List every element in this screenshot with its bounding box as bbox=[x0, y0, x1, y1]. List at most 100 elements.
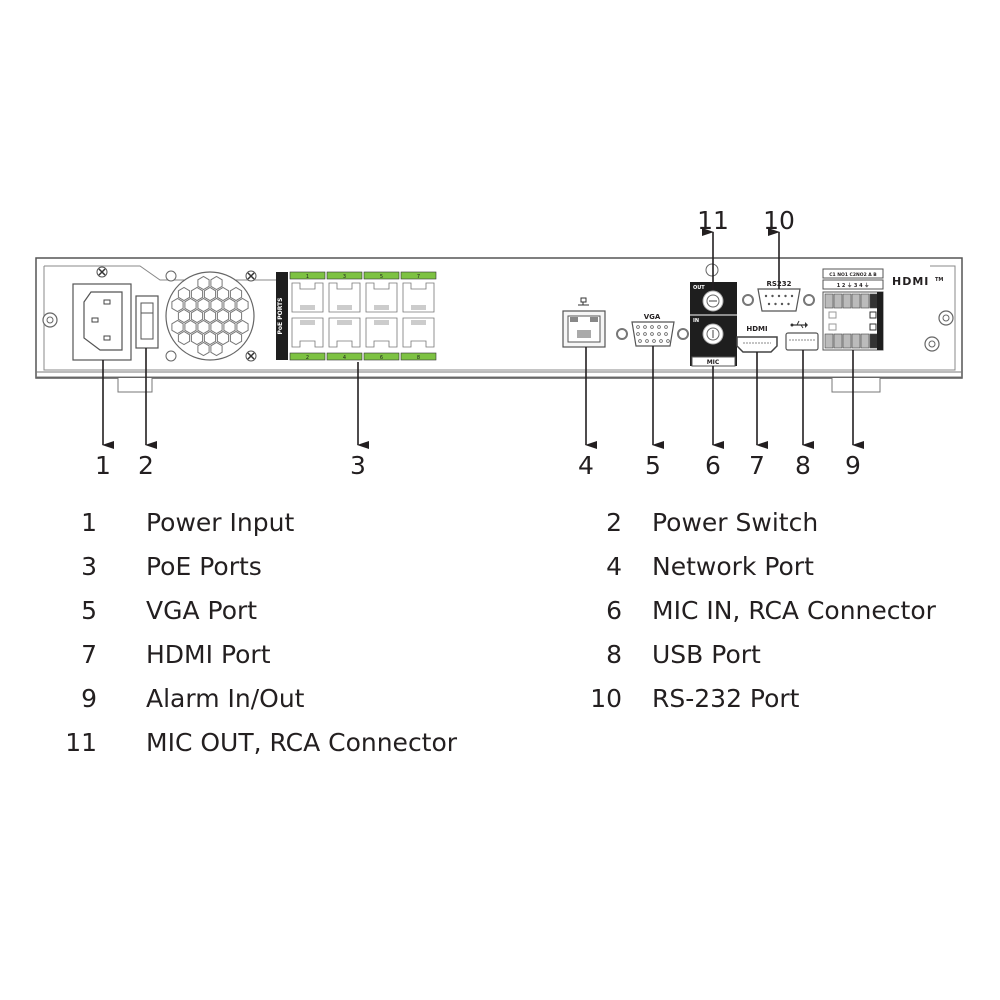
fan-hex-cell bbox=[216, 330, 230, 346]
alarm-bottom-label: 1 2 ⏚ 3 4 ⏚ bbox=[837, 282, 870, 289]
mic-out-label: OUT bbox=[693, 285, 705, 291]
poe-port-number: 8 bbox=[417, 355, 420, 361]
poe-port-number: 6 bbox=[380, 355, 383, 361]
poe-port bbox=[365, 282, 398, 313]
legend-number: 10 bbox=[590, 684, 622, 713]
poe-port-number: 1 bbox=[306, 274, 309, 280]
left-foot bbox=[117, 378, 153, 393]
poe-led-strip-top bbox=[363, 271, 400, 280]
alarm-indicator bbox=[828, 323, 837, 331]
poe-port bbox=[291, 317, 324, 348]
fan-hex-cell bbox=[210, 275, 223, 291]
fan-hex-cell bbox=[236, 319, 249, 335]
poe-port-number: 7 bbox=[417, 274, 420, 280]
legend-label: Power Switch bbox=[652, 508, 819, 537]
vga-pin bbox=[664, 325, 668, 329]
callout-number-9: 9 bbox=[845, 451, 861, 480]
fan-hex-cell bbox=[210, 297, 223, 313]
alarm-terminal bbox=[851, 293, 861, 309]
vga-pin bbox=[650, 332, 654, 336]
rs232-pin bbox=[771, 294, 774, 298]
alarm-terminal bbox=[869, 293, 879, 309]
legend-number: 3 bbox=[81, 552, 97, 581]
fan-hex-cell bbox=[223, 319, 236, 335]
poe-ports-label: PoE PORTS bbox=[277, 298, 284, 335]
alarm-terminal-block: C1 NO1 C2NO2 A B 1 2 ⏚ 3 4 ⏚ bbox=[822, 268, 884, 351]
poe-port bbox=[402, 282, 435, 313]
legend-label: PoE Ports bbox=[146, 552, 262, 581]
svg-text:TM: TM bbox=[935, 277, 943, 283]
fan-hex-cell bbox=[210, 341, 223, 357]
vga-pin bbox=[636, 325, 640, 329]
alarm-top-label: C1 NO1 C2NO2 A B bbox=[829, 272, 877, 278]
poe-led-strip-top bbox=[289, 271, 326, 280]
screw-icon bbox=[924, 336, 940, 352]
fan-grille-icon bbox=[165, 270, 257, 362]
poe-port-number: 5 bbox=[380, 274, 383, 280]
alarm-terminal bbox=[824, 293, 834, 309]
poe-led-strip-top bbox=[326, 271, 363, 280]
callout-number-7: 7 bbox=[749, 451, 765, 480]
screw-icon bbox=[96, 266, 108, 278]
right-foot bbox=[831, 378, 881, 393]
alarm-terminal bbox=[824, 333, 834, 349]
vga-pin bbox=[636, 332, 640, 336]
poe-led-strip-top bbox=[400, 271, 437, 280]
fan-hex-cell bbox=[177, 286, 191, 302]
fan-hex-cell bbox=[203, 286, 217, 302]
fan-hex-cell bbox=[190, 286, 204, 302]
vga-port: VGA bbox=[616, 313, 689, 347]
network-icon bbox=[578, 297, 589, 306]
poe-led-strip-bottom bbox=[289, 352, 326, 361]
poe-port-contacts bbox=[374, 320, 389, 325]
fan-hex-cell bbox=[210, 319, 223, 335]
poe-port-contacts bbox=[411, 305, 426, 310]
power-input-socket bbox=[72, 283, 132, 361]
legend-number: 8 bbox=[606, 640, 622, 669]
fan-hex-cell bbox=[197, 341, 210, 357]
vga-pin bbox=[652, 339, 656, 343]
hdmi-logo: HDMI TM bbox=[892, 275, 943, 288]
callout-number-4: 4 bbox=[578, 451, 594, 480]
rs232-pin bbox=[784, 294, 787, 298]
fan-hex-cell bbox=[223, 297, 236, 313]
alarm-indicator bbox=[828, 311, 837, 319]
fan-hex-cell bbox=[236, 297, 249, 313]
fan-hex-cell bbox=[229, 308, 243, 324]
alarm-indicator bbox=[869, 323, 877, 331]
fan-hex-cell bbox=[190, 308, 204, 324]
fan-hex-cell bbox=[203, 330, 217, 346]
callout-number-6: 6 bbox=[705, 451, 721, 480]
network-port bbox=[562, 297, 606, 348]
callout-number-3: 3 bbox=[350, 451, 366, 480]
legend-label: MIC OUT, RCA Connector bbox=[146, 728, 458, 757]
poe-port-contacts bbox=[374, 305, 389, 310]
rs232-pin bbox=[780, 302, 784, 306]
callout-number-1: 1 bbox=[95, 451, 111, 480]
legend-label: HDMI Port bbox=[146, 640, 271, 669]
mic-in-label: IN bbox=[693, 318, 699, 324]
fan-hex-cell bbox=[197, 319, 210, 335]
legend-number: 4 bbox=[606, 552, 622, 581]
legend-number: 5 bbox=[81, 596, 97, 625]
vga-pin bbox=[638, 339, 642, 343]
alarm-terminal bbox=[842, 333, 852, 349]
alarm-terminal bbox=[833, 333, 843, 349]
poe-port-number: 3 bbox=[343, 274, 346, 280]
mic-block: MIC OUT IN bbox=[690, 282, 737, 367]
vga-pin bbox=[659, 339, 663, 343]
poe-port bbox=[365, 317, 398, 348]
legend-label: MIC IN, RCA Connector bbox=[652, 596, 936, 625]
fan-hex-cell bbox=[171, 319, 184, 335]
callout-number-10: 10 bbox=[763, 206, 795, 235]
rs232-pin bbox=[787, 302, 790, 306]
fan-hex-cell bbox=[184, 297, 197, 313]
poe-port bbox=[291, 282, 324, 313]
alarm-terminal bbox=[851, 333, 861, 349]
poe-port-number: 4 bbox=[343, 355, 346, 361]
fan-hex-cell bbox=[229, 286, 243, 302]
alarm-terminal bbox=[842, 293, 852, 309]
legend-number: 2 bbox=[606, 508, 622, 537]
legend-number: 1 bbox=[81, 508, 97, 537]
vga-pin bbox=[666, 339, 670, 343]
